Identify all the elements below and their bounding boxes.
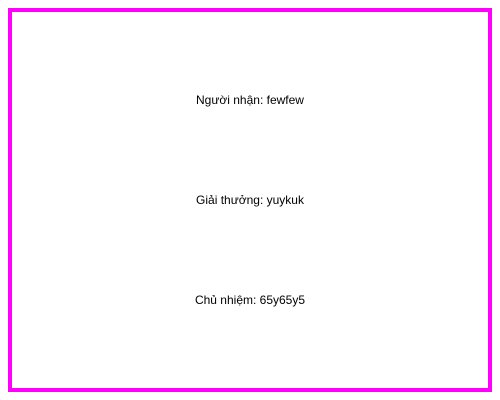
certificate-frame: Người nhận: fewfew Giải thưởng: yuykuk C…: [8, 8, 492, 392]
chairman-text: Chủ nhiệm: 65y65y5: [194, 293, 306, 307]
recipient-text: Người nhận: fewfew: [196, 93, 304, 107]
award-text: Giải thưởng: yuykuk: [196, 193, 304, 207]
